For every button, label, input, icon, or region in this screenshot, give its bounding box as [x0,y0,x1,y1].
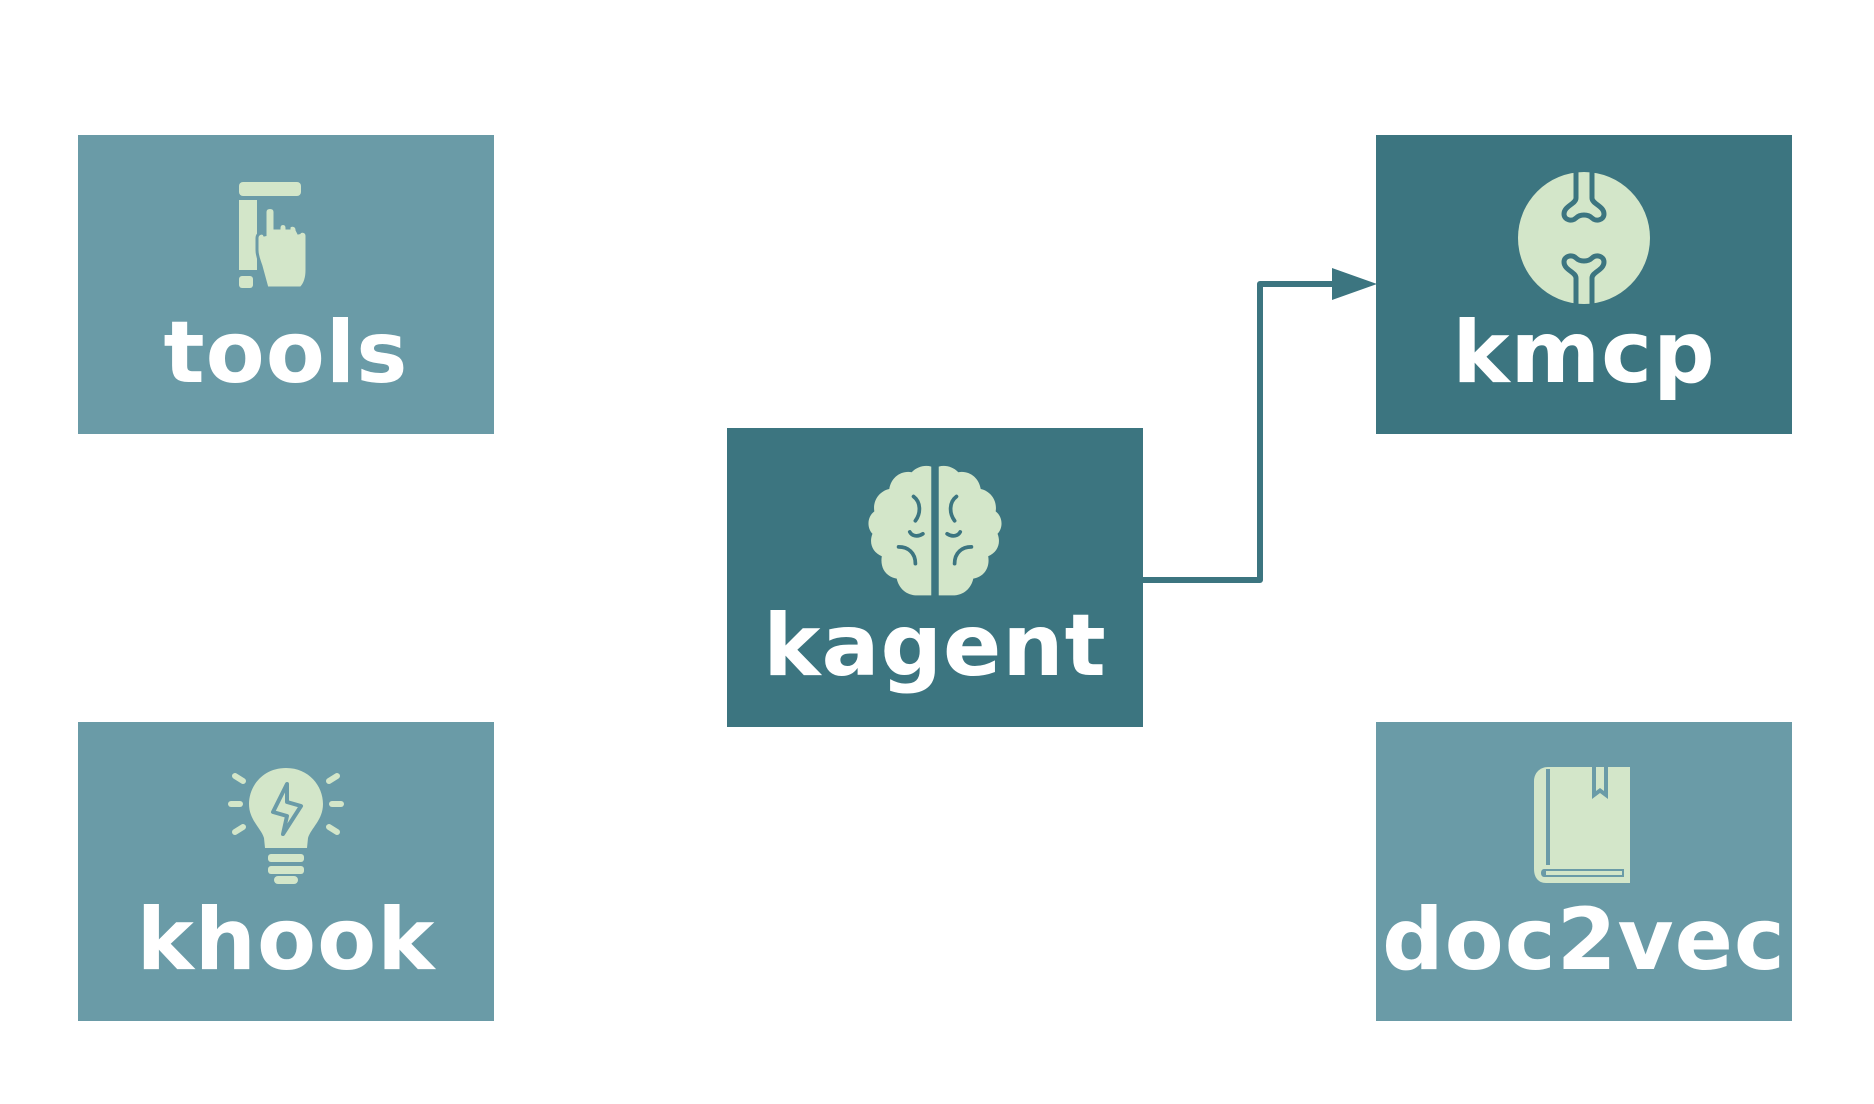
mcp-icon [1514,170,1654,306]
node-kagent[interactable]: kagent [727,428,1143,727]
node-kmcp[interactable]: kmcp [1376,135,1792,434]
node-tools[interactable]: tools [78,135,494,434]
lightbulb-icon [216,760,356,890]
node-doc2vec[interactable]: doc2vec [1376,722,1792,1021]
brain-icon [865,465,1005,596]
hand-touch-icon [216,173,356,303]
node-label: doc2vec [1382,890,1786,990]
node-label: tools [163,303,409,403]
node-label: kmcp [1452,303,1716,403]
node-label: kagent [763,596,1107,696]
node-label: khook [136,890,436,990]
node-khook[interactable]: khook [78,722,494,1021]
edge-kagent-to-kmcp [1143,281,1332,583]
book-icon [1514,760,1654,890]
arrowhead-icon [1332,268,1377,300]
